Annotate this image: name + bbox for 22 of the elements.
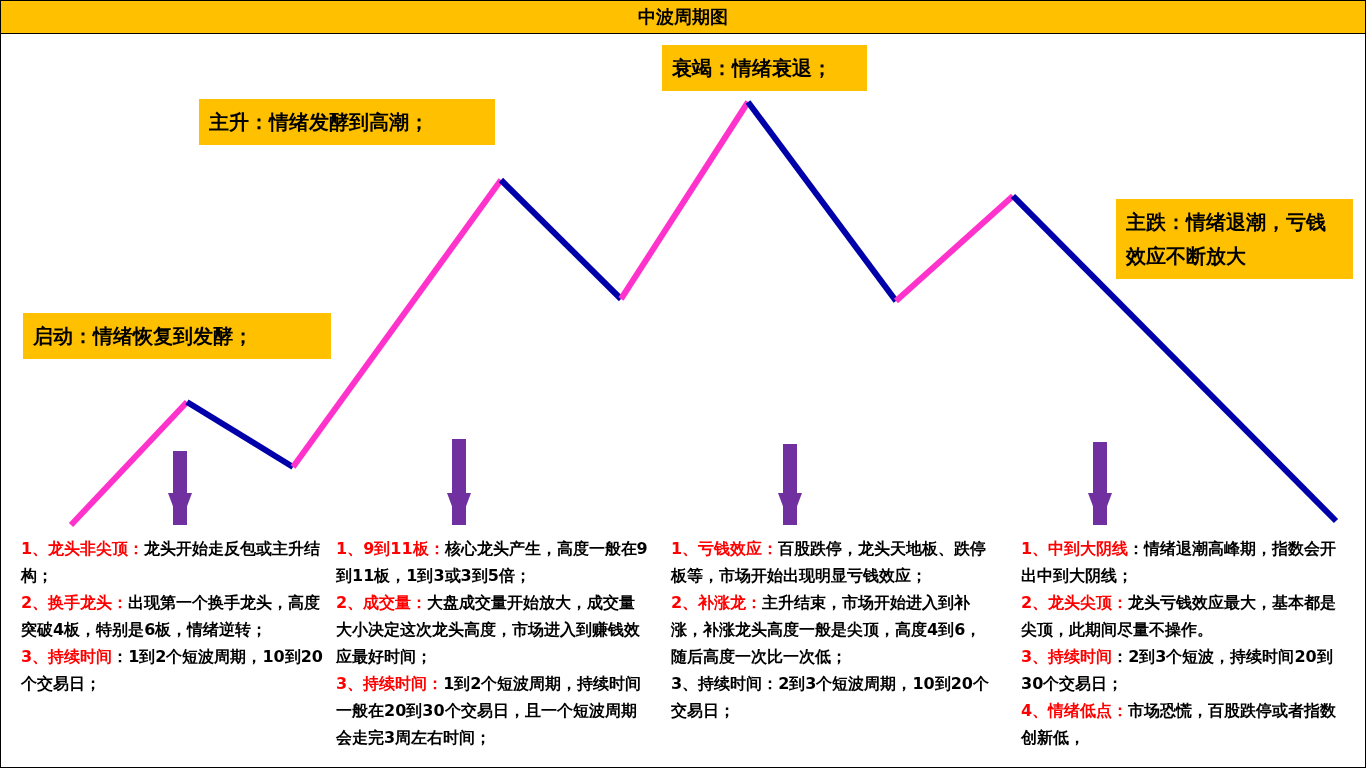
- stage-label: 启动：情绪恢复到发酵；: [23, 313, 331, 359]
- title-bar: 中波周期图: [1, 1, 1365, 34]
- point-text: 3、持续时间：2到3个短波，持续时间20到30个交易日；: [1021, 646, 1334, 695]
- down-arrow: [168, 451, 192, 525]
- point-text: 3、持续时间：1到2个短波周期，持续时间一般在20到30个交易日，且一个短波周期会走完3周左右时间；: [336, 673, 643, 749]
- point-text: 2、补涨龙：主升结束，市场开始进入到补涨，补涨龙头高度一般是尖顶，高度4到6，随后高度一次比一次低；: [671, 592, 983, 668]
- stage-label: 衰竭：情绪衰退；: [662, 45, 867, 91]
- stage-label: 主跌：情绪退潮，亏钱效应不断放大: [1116, 199, 1353, 279]
- point-text: 1、中到大阴线：情绪退潮高峰期，指数会开出中到大阴线；: [1021, 538, 1338, 587]
- down-arrow: [447, 439, 471, 525]
- point-text: 2、换手龙头：出现第一个换手龙头，高度突破4板，特别是6板，情绪逆转；: [21, 592, 322, 641]
- point-text: 1、9到11板：核心龙头产生，高度一般在9到11板，1到3或3到5倍；: [336, 538, 648, 587]
- down-arrow: [778, 444, 802, 525]
- point-text: 2、成交量：大盘成交量开始放大，成交量大小决定这次龙头高度，市场进入到赚钱效应最好时间；: [336, 592, 641, 668]
- point-text: 1、龙头非尖顶：龙头开始走反包或主升结构；: [21, 538, 322, 587]
- point-text: 3、持续时间：1到2个短波周期，10到20个交易日；: [21, 646, 324, 695]
- point-text: 1、亏钱效应：百股跌停，龙头天地板、跌停板等，市场开始出现明显亏钱效应；: [671, 538, 988, 587]
- point-text: 4、情绪低点：市场恐慌，百股跌停或者指数创新低，: [1021, 700, 1338, 749]
- down-arrow: [1088, 442, 1112, 525]
- point-text: 2、龙头尖顶：龙头亏钱效应最大，基本都是尖顶，此期间尽量不操作。: [1021, 592, 1338, 641]
- stage-label: 主升：情绪发酵到高潮；: [199, 99, 495, 145]
- point-text: 3、持续时间：2到3个短波周期，10到20个交易日；: [671, 673, 990, 722]
